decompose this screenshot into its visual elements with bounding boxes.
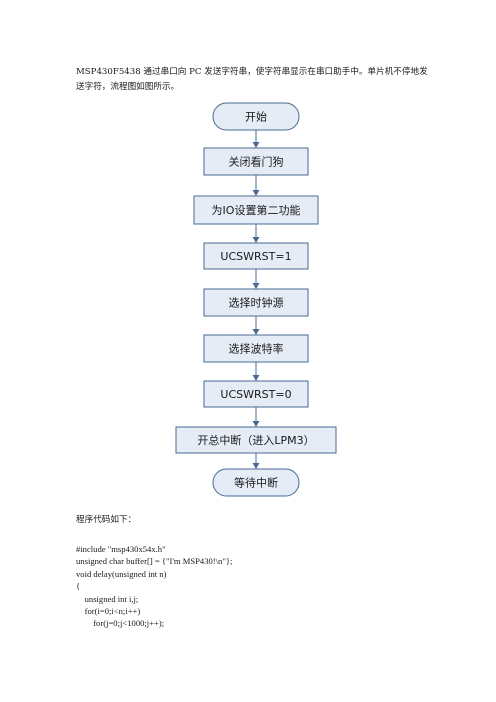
code-line: unsigned char buffer[] = {"I'm MSP430!\n… (76, 556, 233, 567)
flow-node-box (212, 468, 300, 497)
arrow-head-icon (252, 237, 260, 243)
flow-node-rst0: UCSWRST=0 (203, 380, 309, 408)
arrow-head-icon (252, 190, 260, 196)
flow-node-box (193, 195, 319, 225)
arrow-head-icon (252, 142, 260, 148)
flow-arrow (252, 316, 260, 335)
flow-node-label: UCSWRST=1 (220, 250, 291, 263)
code-line: for(i=0;i<n;i++) (76, 606, 141, 617)
code-line: for(j=0;j<1000;j++); (76, 618, 165, 629)
flow-node-int: 开总中断（进入LPM3） (175, 426, 337, 454)
flow-node-label: 为IO设置第二功能 (212, 203, 301, 217)
flow-arrow (252, 407, 260, 427)
arrow-head-icon (252, 463, 260, 469)
arrow-head-icon (252, 283, 260, 289)
flow-node-wdt: 关闭看门狗 (203, 147, 309, 176)
flow-node-clk: 选择时钟源 (203, 288, 309, 317)
flow-node-start: 开始 (212, 102, 300, 131)
flow-arrow (252, 362, 260, 381)
arrow-head-icon (252, 375, 260, 381)
flow-node-label: 开总中断（进入LPM3） (197, 433, 314, 447)
flow-node-label: 选择时钟源 (229, 296, 284, 310)
flow-node-label: 开始 (245, 110, 267, 124)
code-line: unsigned int i,j; (76, 593, 139, 604)
flow-node-box (203, 380, 309, 408)
flow-node-rst1: UCSWRST=1 (203, 242, 309, 270)
flow-arrow (252, 269, 260, 289)
intro-paragraph: MSP430F5438 通过串口向 PC 发送字符串，使字符串显示在串口助手中。… (76, 66, 428, 92)
flow-node-io: 为IO设置第二功能 (193, 195, 319, 225)
flow-arrow (252, 130, 260, 148)
code-block: #include "msp430x54x.h" unsigned char buf… (76, 543, 232, 630)
code-line: { (76, 581, 81, 592)
code-line: void delay(unsigned int n) (76, 568, 167, 579)
flow-arrow (252, 224, 260, 243)
arrow-head-icon (252, 421, 260, 427)
flow-node-wait: 等待中断 (212, 468, 300, 497)
flow-node-box (203, 147, 309, 176)
code-intro-label: 程序代码如下： (76, 515, 137, 525)
flow-node-label: 等待中断 (234, 476, 278, 490)
flow-arrow (252, 453, 260, 469)
flow-node-baud: 选择波特率 (203, 334, 309, 363)
flow-node-box (203, 242, 309, 270)
flow-node-label: UCSWRST=0 (220, 388, 291, 401)
flow-node-label: 关闭看门狗 (229, 155, 284, 169)
code-line: #include "msp430x54x.h" (76, 544, 166, 554)
flow-node-label: 选择波特率 (229, 342, 284, 356)
arrow-head-icon (252, 329, 260, 335)
flow-arrow (252, 175, 260, 196)
